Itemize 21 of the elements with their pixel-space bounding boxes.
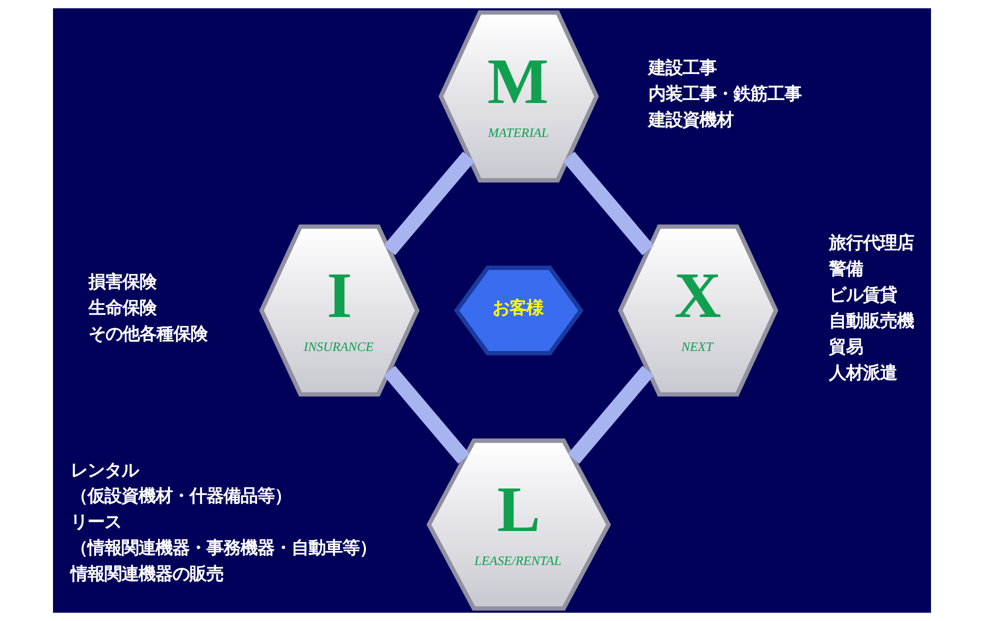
node-label: レンタル — [70, 460, 138, 481]
node-label: （情報関連機器・事務機器・自動車等） — [70, 538, 376, 559]
node-label: 貿易 — [828, 337, 862, 358]
node-label: 建設資機材 — [648, 110, 733, 130]
connector — [562, 152, 654, 256]
connector — [383, 152, 474, 256]
node-label: 損害保険 — [88, 272, 156, 293]
node-label: 警備 — [828, 260, 862, 280]
connector — [567, 366, 654, 464]
node-label: 生命保険 — [88, 298, 156, 319]
node-label: ビル賃貸 — [828, 286, 896, 306]
node-label: 内装工事・鉄筋工事 — [648, 84, 801, 104]
node-label: 人材派遣 — [828, 363, 896, 384]
connector — [383, 366, 470, 464]
node-label: （仮設資機材・什器備品等） — [70, 486, 291, 507]
node-label: 自動販売機 — [828, 311, 914, 332]
node-label: 情報関連機器の販売 — [70, 564, 223, 584]
node-label: 建設工事 — [648, 58, 716, 78]
node-label: リース — [70, 512, 121, 533]
node-label: 旅行代理店 — [828, 234, 914, 254]
node-label: その他各種保険 — [88, 324, 208, 344]
